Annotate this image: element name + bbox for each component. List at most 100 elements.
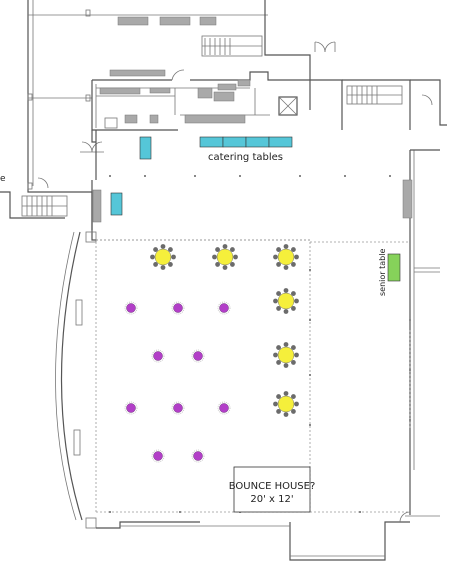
bottom-right-door	[399, 511, 411, 523]
senior-table-label: senior table	[378, 249, 387, 296]
catering-side-table-1	[139, 136, 152, 160]
cocktail-table	[124, 401, 138, 415]
cocktail-table-top	[126, 403, 136, 413]
chair	[294, 352, 299, 358]
chair	[291, 409, 296, 414]
chair	[222, 244, 228, 249]
chair	[212, 254, 217, 260]
chair	[283, 342, 289, 347]
cocktail-tables	[124, 301, 231, 463]
chair	[294, 254, 299, 260]
chair	[294, 298, 299, 304]
column-marker	[409, 419, 411, 421]
round-table	[273, 342, 299, 368]
cocktail-table	[217, 401, 231, 415]
catering-table	[245, 136, 270, 148]
chair	[276, 247, 281, 252]
chair	[291, 306, 296, 311]
top-kitchen-equipment	[117, 16, 217, 26]
column-marker	[194, 175, 196, 177]
chair	[283, 288, 289, 293]
cocktail-table-top	[126, 303, 136, 313]
chair	[233, 254, 238, 260]
bounce-house-label: BOUNCE HOUSE?	[229, 481, 316, 492]
bounce-house-size: 20' x 12'	[250, 494, 293, 505]
column-marker	[299, 175, 301, 177]
round-table	[273, 244, 299, 270]
chair	[273, 298, 278, 304]
cocktail-table-top	[153, 351, 163, 361]
chair	[276, 306, 281, 311]
cocktail-table-top	[193, 351, 203, 361]
main-hall-walls	[55, 130, 440, 561]
chair	[273, 254, 278, 260]
column-marker	[309, 424, 311, 426]
chair	[215, 262, 220, 267]
round-table	[273, 391, 299, 417]
chair	[276, 291, 281, 296]
catering-table	[199, 136, 224, 148]
bounce-house-box	[233, 466, 311, 513]
chair	[283, 244, 289, 249]
catering-tables-label: catering tables	[208, 152, 283, 163]
column-marker	[239, 175, 241, 177]
chair	[230, 247, 235, 252]
chair	[294, 401, 299, 407]
cocktail-stools	[217, 301, 231, 315]
column-marker	[309, 374, 311, 376]
cocktail-stools	[171, 301, 185, 315]
left-double-doors	[80, 130, 104, 153]
cocktail-table	[217, 301, 231, 315]
kitchen-block	[91, 69, 343, 131]
cocktail-stools	[191, 449, 205, 463]
chair	[273, 401, 278, 407]
cocktail-stools	[151, 349, 165, 363]
edge-label: e	[0, 174, 6, 184]
round-table	[212, 244, 238, 270]
chair	[291, 345, 296, 350]
cocktail-table	[171, 301, 185, 315]
cocktail-stools	[217, 401, 231, 415]
round-table	[150, 244, 176, 270]
cocktail-table	[191, 449, 205, 463]
chair	[150, 254, 155, 260]
chair	[160, 265, 166, 270]
cocktail-table-top	[219, 303, 229, 313]
chair	[215, 247, 220, 252]
chair	[291, 360, 296, 365]
cocktail-table-top	[173, 403, 183, 413]
chair	[160, 244, 166, 249]
column-marker	[309, 319, 311, 321]
column-marker	[109, 511, 111, 513]
cocktail-table-top	[173, 303, 183, 313]
cocktail-table-top	[153, 451, 163, 461]
column-marker	[409, 369, 411, 371]
chair	[171, 254, 176, 260]
upper-right-doors	[314, 41, 336, 53]
chair	[153, 262, 158, 267]
column-markers	[109, 175, 411, 513]
chair	[291, 394, 296, 399]
cocktail-stools	[151, 449, 165, 463]
cocktail-table	[171, 401, 185, 415]
chair	[222, 265, 228, 270]
chair	[276, 262, 281, 267]
cocktail-stools	[124, 301, 138, 315]
round-table-top	[216, 248, 234, 266]
round-table-top	[277, 248, 295, 266]
round-table-top	[277, 395, 295, 413]
upper-stairs	[201, 35, 263, 57]
round-tables	[150, 244, 299, 417]
chair	[276, 409, 281, 414]
cocktail-table-top	[219, 403, 229, 413]
chair	[283, 412, 289, 417]
chair	[273, 352, 278, 358]
chair	[168, 247, 173, 252]
cocktail-table-top	[193, 451, 203, 461]
catering-tables	[199, 136, 293, 148]
chair	[168, 262, 173, 267]
chair	[283, 391, 289, 396]
chair	[153, 247, 158, 252]
catering-table	[268, 136, 293, 148]
